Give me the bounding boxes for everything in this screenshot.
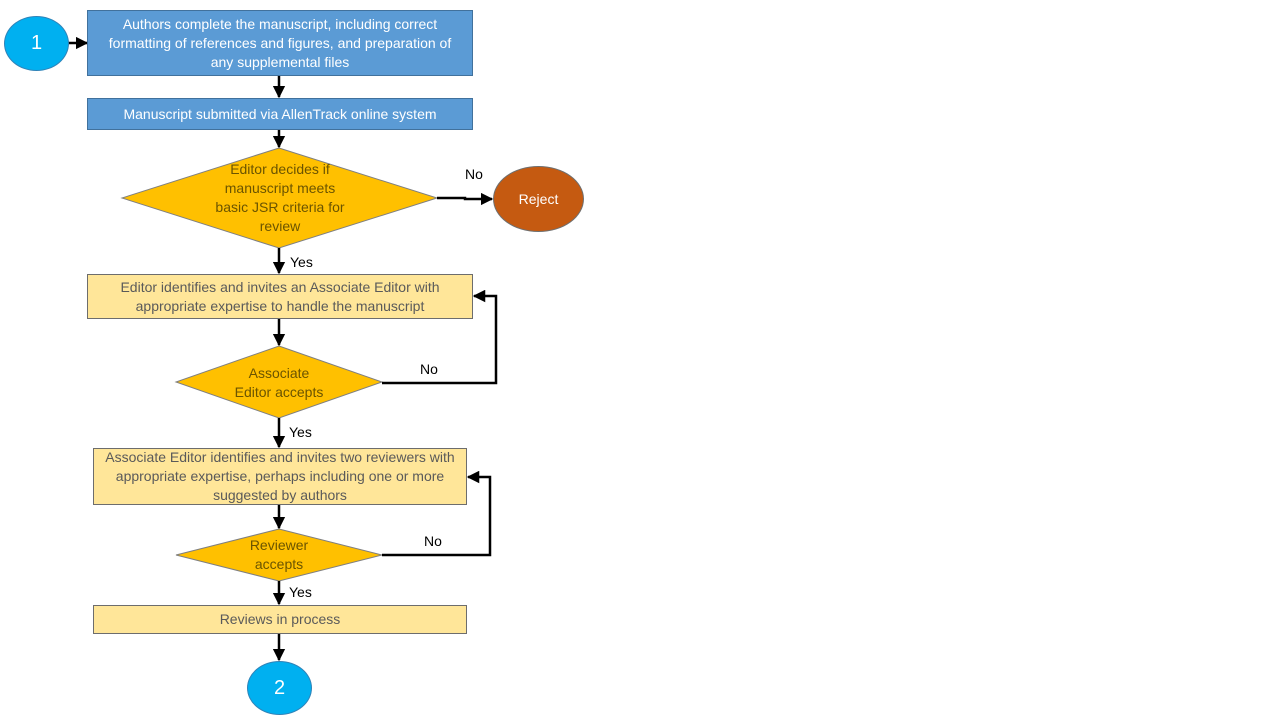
reject-terminal-label: Reject	[518, 191, 559, 207]
end-connector: 2	[247, 661, 312, 715]
step-reviews-in-process: Reviews in process	[93, 605, 467, 634]
end-connector-label: 2	[273, 676, 286, 699]
edge-label-criteria-yes: Yes	[290, 254, 313, 270]
edge-label-reviewer-no: No	[424, 533, 442, 549]
step-complete-manuscript-text: Authors complete the manuscript, includi…	[108, 15, 452, 70]
edge-label-ae-yes: Yes	[289, 424, 312, 440]
reject-terminal: Reject	[493, 166, 584, 232]
decision-reviewer-text: Reviewer accepts	[249, 537, 309, 572]
arrow-reviewer-no-loop	[382, 470, 492, 557]
step-invite-associate-editor: Editor identifies and invites an Associa…	[87, 274, 473, 319]
step-submit-manuscript-text: Manuscript submitted via AllenTrack onli…	[123, 105, 437, 122]
arrow-criteria-to-reject	[437, 192, 494, 206]
step-submit-manuscript: Manuscript submitted via AllenTrack onli…	[87, 98, 473, 130]
step-reviews-in-process-text: Reviews in process	[219, 611, 341, 627]
step-invite-associate-editor-text: Editor identifies and invites an Associa…	[120, 278, 440, 314]
start-connector-label: 1	[30, 32, 43, 54]
edge-label-reviewer-yes: Yes	[289, 584, 312, 600]
edge-label-ae-no: No	[420, 361, 438, 377]
step-invite-reviewers: Associate Editor identifies and invites …	[93, 448, 467, 505]
decision-criteria-text: Editor decides if manuscript meets basic…	[215, 161, 345, 234]
step-invite-reviewers-text: Associate Editor identifies and invites …	[105, 449, 455, 503]
arrow-ae-no-loop	[382, 289, 498, 385]
edge-label-criteria-no: No	[465, 166, 483, 182]
decision-ae-text: Associate Editor accepts	[234, 365, 324, 400]
step-complete-manuscript: Authors complete the manuscript, includi…	[87, 10, 473, 76]
start-connector: 1	[4, 16, 69, 71]
